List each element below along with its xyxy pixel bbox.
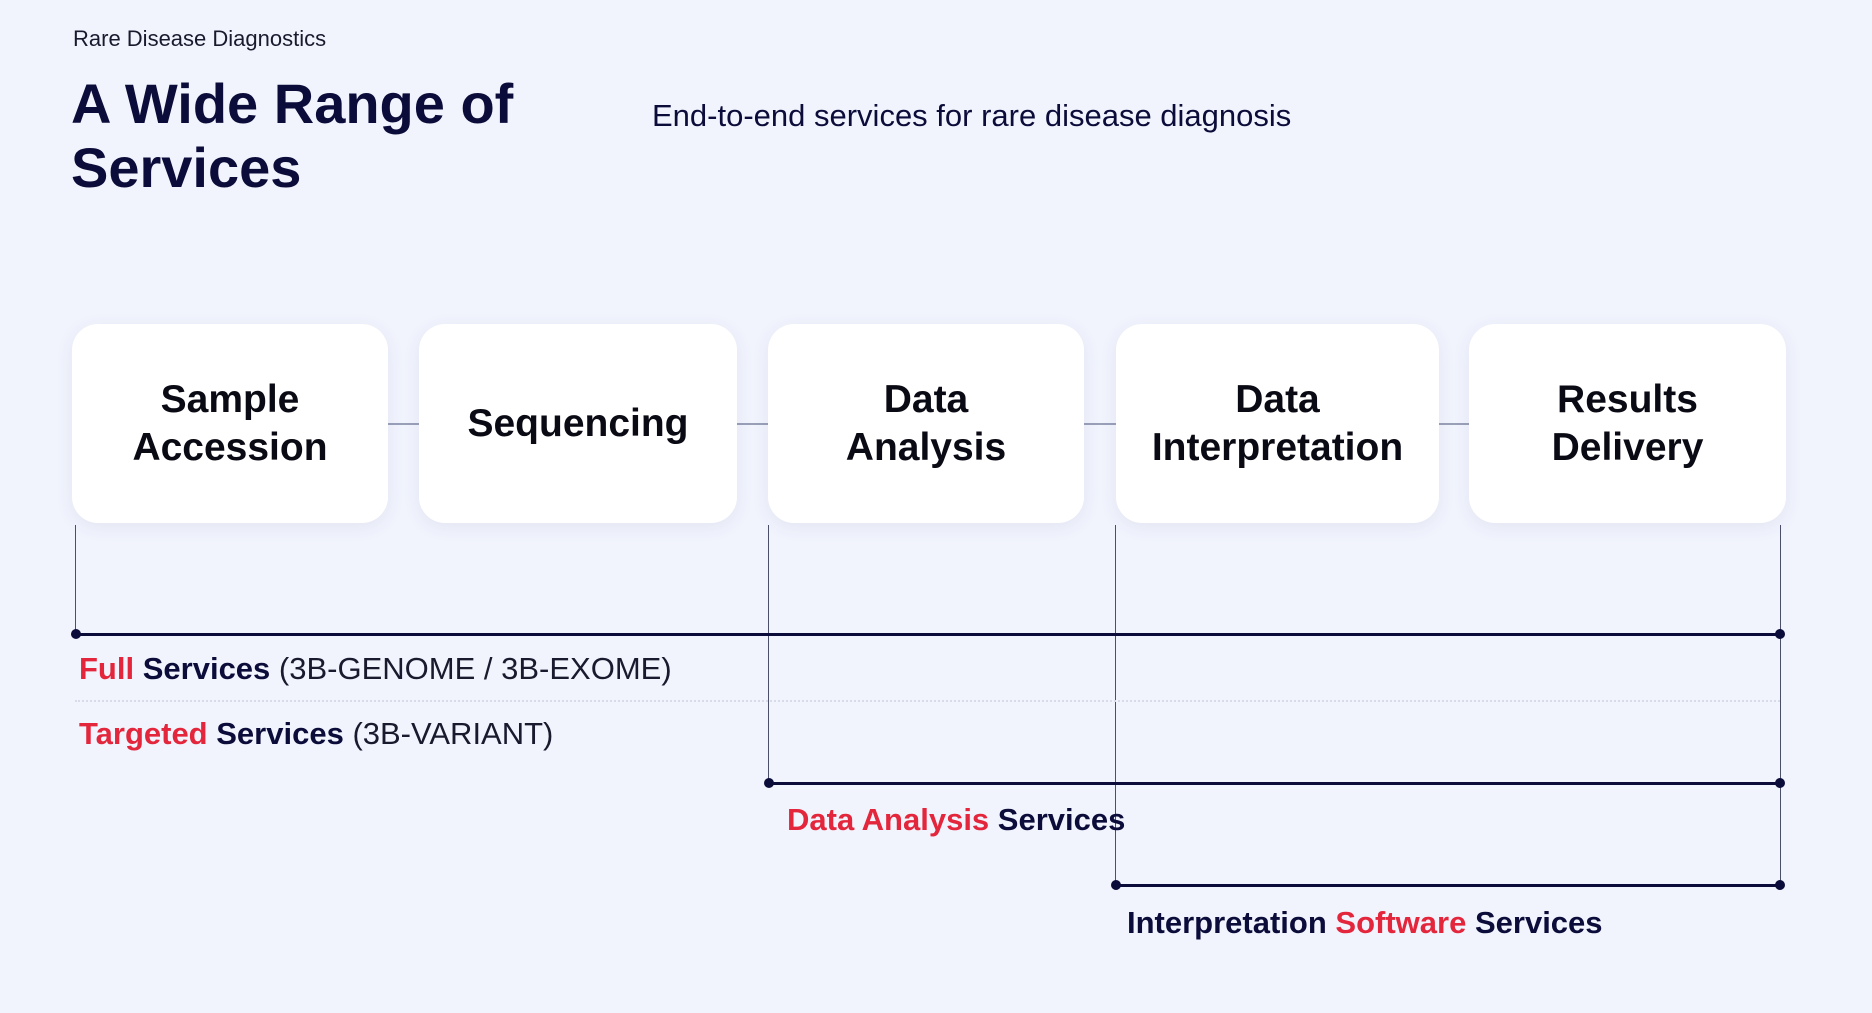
- step-label: Data Analysis: [845, 377, 1007, 469]
- full-services-label: Full Services (3B-GENOME / 3B-EXOME): [79, 651, 672, 687]
- page-subtitle: End-to-end services for rare disease dia…: [652, 98, 1292, 133]
- guide-line: [768, 525, 769, 784]
- step-card-results-delivery: Results Delivery: [1469, 324, 1786, 523]
- interpretation-range: [1115, 884, 1780, 887]
- label-bold: Services: [216, 716, 344, 751]
- step-label: Sample Accession: [132, 377, 328, 469]
- page-title: A Wide Range of Services: [71, 72, 514, 199]
- step-card-sample-accession: Sample Accession: [72, 324, 388, 523]
- range-endpoint: [1111, 880, 1121, 890]
- range-endpoint: [1775, 629, 1785, 639]
- step-label: Results Delivery: [1551, 377, 1704, 469]
- guide-line: [1780, 525, 1781, 885]
- label-detail: (3B-GENOME / 3B-EXOME): [278, 651, 672, 686]
- highlight: Software: [1335, 905, 1467, 940]
- label-bold: Services: [142, 651, 271, 686]
- step-card-data-interpretation: Data Interpretation: [1116, 324, 1439, 523]
- interpretation-services-label: Interpretation Software Services: [1127, 905, 1603, 941]
- highlight: Full: [79, 651, 135, 686]
- step-card-data-analysis: Data Analysis: [768, 324, 1084, 523]
- step-connector: [1084, 423, 1116, 425]
- range-endpoint: [1775, 778, 1785, 788]
- range-endpoint: [71, 629, 81, 639]
- highlight: Targeted: [79, 716, 208, 751]
- targeted-services-label: Targeted Services (3B-VARIANT): [79, 716, 553, 752]
- range-endpoint: [764, 778, 774, 788]
- label-detail: (3B-VARIANT): [352, 716, 554, 751]
- guide-line: [75, 525, 76, 635]
- label-bold: Services: [1474, 905, 1603, 940]
- divider: [75, 700, 1780, 702]
- step-connector: [388, 423, 419, 425]
- data-analysis-services-label: Data Analysis Services: [787, 802, 1125, 838]
- full-services-range: [75, 633, 1780, 636]
- range-endpoint: [1775, 880, 1785, 890]
- label-bold: Services: [997, 802, 1126, 837]
- data-analysis-range: [768, 782, 1780, 785]
- eyebrow-label: Rare Disease Diagnostics: [73, 26, 327, 51]
- step-card-sequencing: Sequencing: [419, 324, 737, 523]
- label-prefix: Interpretation: [1127, 905, 1327, 940]
- step-label: Data Interpretation: [1151, 377, 1404, 469]
- highlight: Data Analysis: [787, 802, 990, 837]
- guide-line: [1115, 525, 1116, 885]
- step-connector: [737, 423, 768, 425]
- step-label: Sequencing: [467, 401, 689, 445]
- step-connector: [1439, 423, 1469, 425]
